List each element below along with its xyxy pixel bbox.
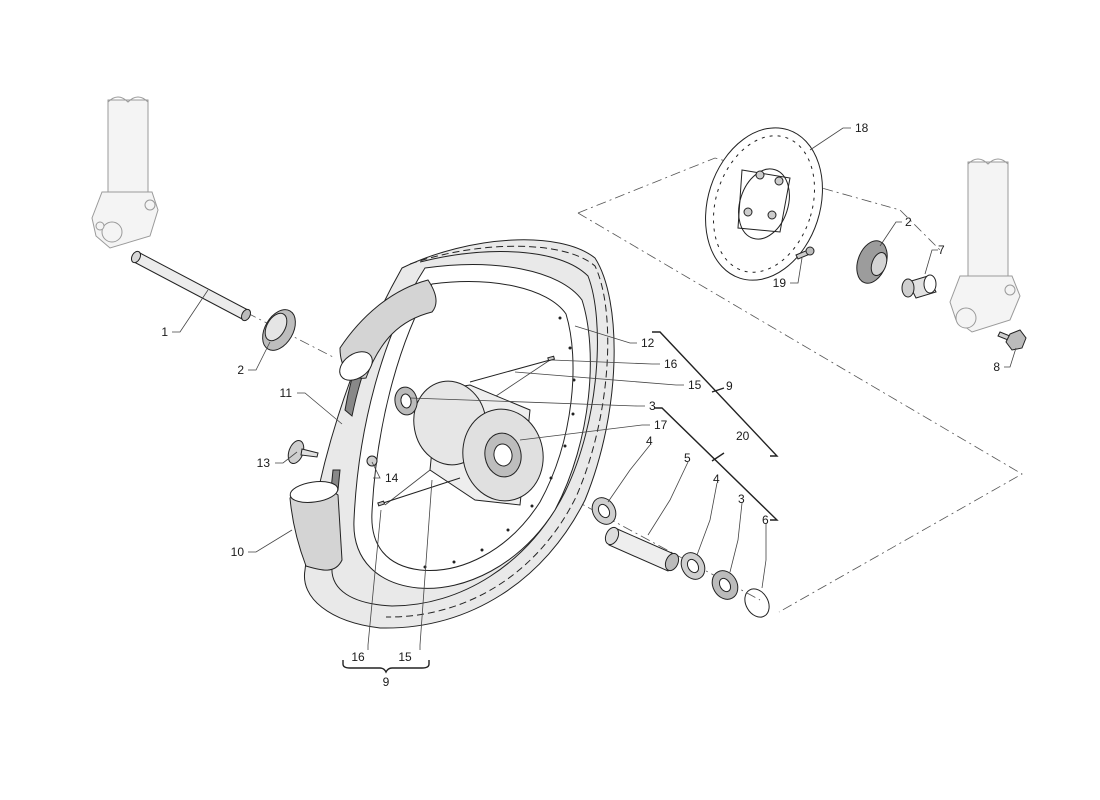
callout-13: 13 — [257, 456, 271, 470]
callout-1: 1 — [161, 325, 168, 339]
axle-bolt — [997, 329, 1027, 351]
valve-nut — [366, 455, 378, 467]
callout-8: 8 — [993, 360, 1000, 374]
left-fork-leg — [91, 96, 159, 249]
group-brace-9-bottom — [342, 660, 430, 674]
left-dust-cover — [262, 309, 296, 351]
callout-7: 7 — [938, 243, 945, 257]
disc-screw — [795, 246, 815, 260]
callout-15-right: 15 — [688, 378, 702, 392]
callout-3-hub: 3 — [649, 399, 656, 413]
callout-5: 5 — [684, 451, 691, 465]
callout-16-bottom: 16 — [351, 650, 365, 664]
callout-9-right: 9 — [726, 379, 733, 393]
brake-disc — [705, 127, 823, 281]
axle-spacer — [901, 274, 937, 299]
callout-19: 19 — [773, 276, 787, 290]
group-brace-9-right — [652, 331, 779, 457]
right-fork-leg — [949, 158, 1021, 333]
callout-16-right: 16 — [664, 357, 678, 371]
callout-4-a: 4 — [646, 434, 653, 448]
tube-valve — [287, 439, 319, 465]
callout-2-left: 2 — [237, 363, 244, 377]
group-brace-20 — [654, 407, 779, 521]
wheel-hub — [413, 380, 544, 506]
callout-10: 10 — [231, 545, 245, 559]
circlip — [744, 588, 770, 618]
hub-seal-right — [680, 552, 706, 580]
callout-6: 6 — [762, 513, 769, 527]
callout-18: 18 — [855, 121, 869, 135]
callout-labels: 1 2 11 13 10 14 12 16 15 9 3 17 4 20 5 4… — [161, 121, 1000, 689]
callout-17: 17 — [654, 418, 668, 432]
callout-3-right: 3 — [738, 492, 745, 506]
hub-bearing-right — [711, 570, 739, 600]
callout-12: 12 — [641, 336, 655, 350]
hub-spacer-tube — [604, 526, 680, 572]
inner-tube — [289, 279, 437, 571]
callout-9-bottom: 9 — [383, 675, 390, 689]
right-dust-cover — [856, 240, 888, 284]
hub-seal-left — [591, 497, 617, 525]
leader-lines — [172, 127, 1017, 650]
callout-2-right: 2 — [905, 215, 912, 229]
callout-14: 14 — [385, 471, 399, 485]
callout-20: 20 — [736, 429, 750, 443]
wheel-axle — [130, 250, 252, 322]
hub-bearing — [394, 386, 418, 416]
spoke-upper — [469, 355, 556, 383]
callout-15-bottom: 15 — [398, 650, 412, 664]
callout-4-b: 4 — [713, 472, 720, 486]
callout-11: 11 — [280, 386, 293, 400]
spoke-lower — [377, 477, 461, 507]
